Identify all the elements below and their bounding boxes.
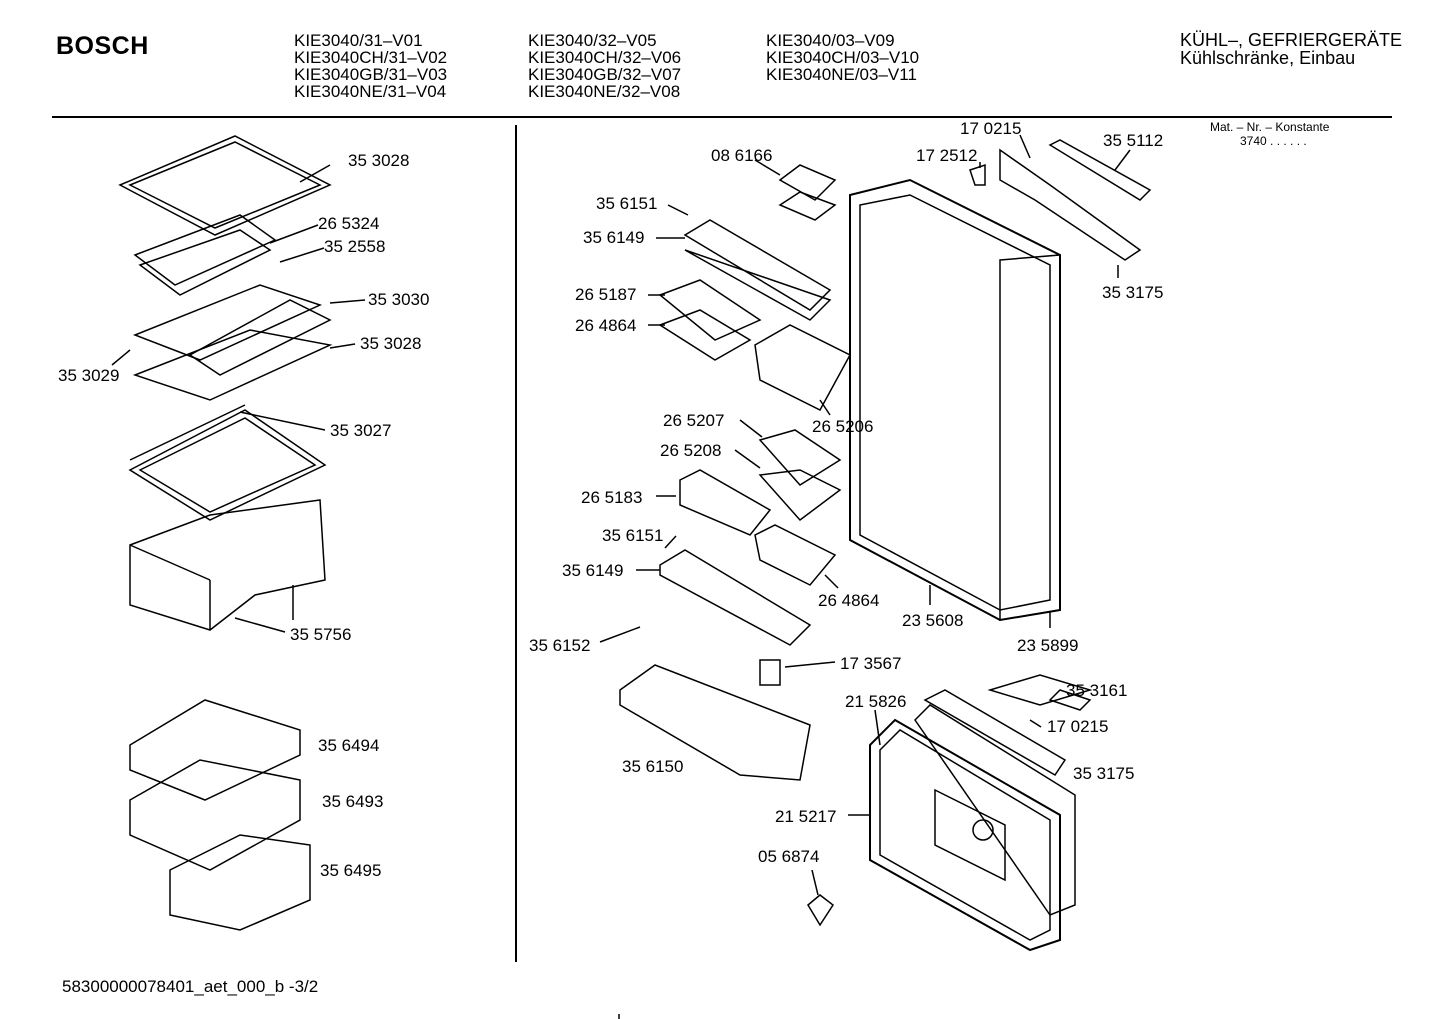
crisper-drawers-drawing bbox=[129, 499, 326, 931]
model-number: KIE3040/32–V05 bbox=[528, 31, 657, 50]
category-subtitle: Kühlschränke, Einbau bbox=[1180, 48, 1356, 68]
part-number: 23 5608 bbox=[902, 611, 964, 630]
part-number: 35 3030 bbox=[368, 290, 430, 309]
part-number: 35 6150 bbox=[622, 757, 684, 776]
part-number: 35 3028 bbox=[360, 334, 422, 353]
model-number: KIE3040/03–V09 bbox=[766, 31, 895, 50]
material-constant: Mat. – Nr. – Konstante 3740 . . . . . . bbox=[1210, 120, 1329, 148]
leader-lines bbox=[111, 134, 1131, 896]
part-number: 35 3029 bbox=[58, 366, 120, 385]
part-number: 23 5899 bbox=[1017, 636, 1079, 655]
part-number: 35 6152 bbox=[529, 636, 591, 655]
model-number: KIE3040NE/32–V08 bbox=[528, 82, 681, 101]
part-number: 35 6493 bbox=[322, 792, 384, 811]
part-number: 26 4864 bbox=[818, 591, 880, 610]
part-number: 35 6149 bbox=[583, 228, 645, 247]
model-number: KIE3040NE/03–V11 bbox=[766, 65, 917, 84]
part-number: 21 5826 bbox=[845, 692, 907, 711]
part-number: 26 5206 bbox=[812, 417, 874, 436]
model-number: KIE3040NE/31–V04 bbox=[294, 82, 447, 101]
part-number: 17 2512 bbox=[916, 146, 978, 165]
part-number: 35 6151 bbox=[602, 526, 664, 545]
part-number: 26 5207 bbox=[663, 411, 725, 430]
freezer-door-drawing bbox=[807, 704, 1076, 952]
model-list-1: KIE3040/31–V01 KIE3040CH/31–V02 KIE3040G… bbox=[294, 32, 447, 100]
model-number: KIE3040CH/31–V02 bbox=[294, 48, 448, 67]
door-bins-drawing bbox=[619, 164, 852, 781]
part-number: 35 3175 bbox=[1073, 764, 1135, 783]
part-number: 35 6149 bbox=[562, 561, 624, 580]
part-number: 35 5756 bbox=[290, 625, 352, 644]
part-number: 35 3161 bbox=[1066, 681, 1128, 700]
part-number: 17 3567 bbox=[840, 654, 902, 673]
category: KÜHL–, GEFRIERGERÄTE Kühlschränke, Einba… bbox=[1180, 31, 1402, 67]
part-number: 26 5183 bbox=[581, 488, 643, 507]
model-number: KIE3040CH/03–V10 bbox=[766, 48, 920, 67]
part-number: 35 3028 bbox=[348, 151, 410, 170]
part-number: 26 5187 bbox=[575, 285, 637, 304]
category-title: KÜHL–, GEFRIERGERÄTE bbox=[1180, 30, 1403, 50]
part-number: 35 5112 bbox=[1103, 131, 1164, 150]
model-number: KIE3040GB/32–V07 bbox=[528, 65, 682, 84]
part-number: 26 5324 bbox=[318, 214, 380, 233]
model-number: KIE3040/31–V01 bbox=[294, 31, 423, 50]
part-number: 17 0215 bbox=[960, 119, 1022, 138]
model-number: KIE3040GB/31–V03 bbox=[294, 65, 448, 84]
brand-logo: BOSCH bbox=[56, 32, 149, 60]
part-number: 35 6151 bbox=[596, 194, 658, 213]
part-number: 35 6495 bbox=[320, 861, 382, 880]
part-number: 26 4864 bbox=[575, 316, 637, 335]
part-number: 35 6494 bbox=[318, 736, 380, 755]
model-list-2: KIE3040/32–V05 KIE3040CH/32–V06 KIE3040G… bbox=[528, 32, 681, 100]
model-number: KIE3040CH/32–V06 bbox=[528, 48, 682, 67]
part-number: 08 6166 bbox=[711, 146, 773, 165]
part-number: 05 6874 bbox=[758, 847, 820, 866]
mat-value: 3740 . . . . . . bbox=[1240, 134, 1307, 148]
glass-shelf-drawing bbox=[118, 135, 333, 521]
part-number: 35 3175 bbox=[1102, 283, 1164, 302]
fridge-door-drawing bbox=[849, 139, 1152, 777]
part-number: 26 5208 bbox=[660, 441, 722, 460]
part-number: 35 3027 bbox=[330, 421, 392, 440]
mat-label: Mat. – Nr. – Konstante bbox=[1210, 120, 1330, 134]
part-number: 35 2558 bbox=[324, 237, 386, 256]
part-number: 21 5217 bbox=[775, 807, 837, 826]
document-id: 58300000078401_aet_000_b -3/2 bbox=[62, 977, 319, 996]
part-number: 17 0215 bbox=[1047, 717, 1109, 736]
model-list-3: KIE3040/03–V09 KIE3040CH/03–V10 KIE3040N… bbox=[766, 32, 919, 83]
